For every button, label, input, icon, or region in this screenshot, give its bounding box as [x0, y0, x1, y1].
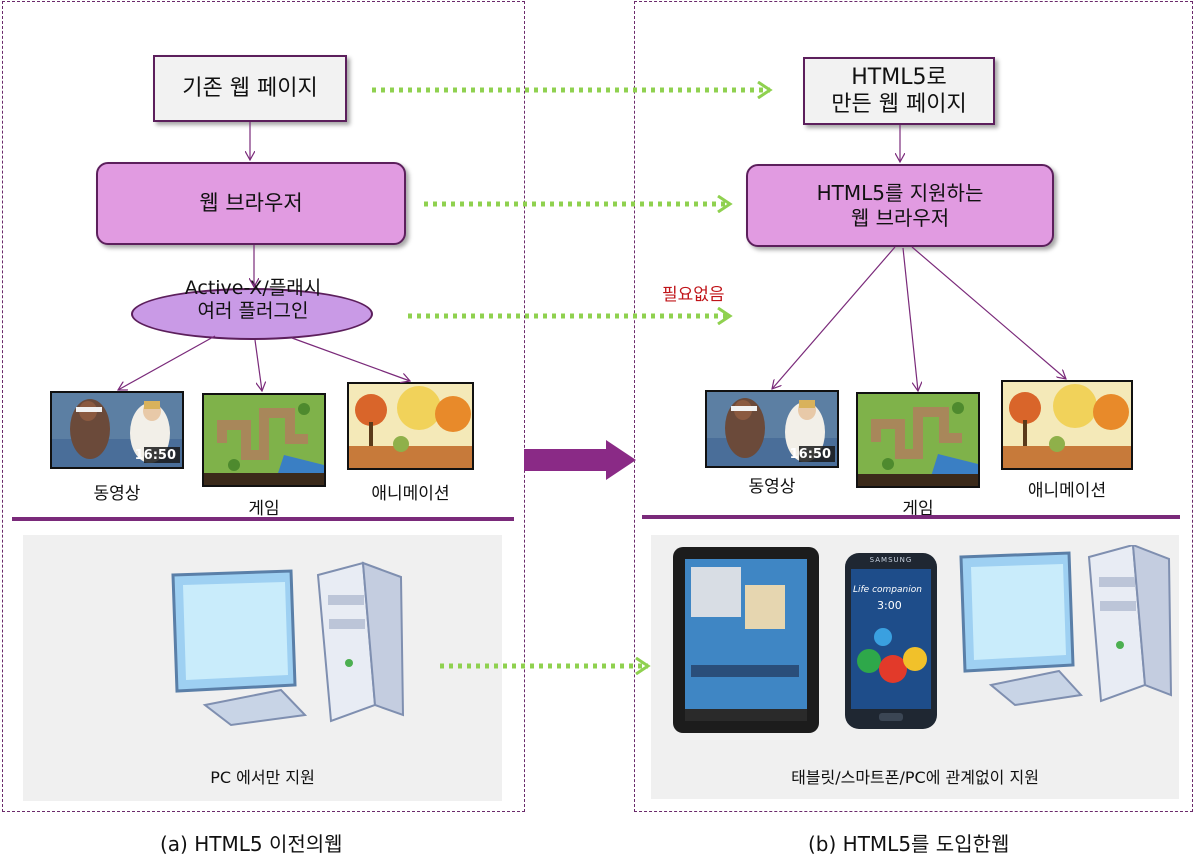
video-duration-badge: 16:50 — [134, 448, 176, 463]
legacy-web-page-label: 기존 웹 페이지 — [182, 75, 318, 101]
video-thumbnail: 16:50 — [50, 391, 184, 469]
html5-browser-label-line1: HTML5를 지원하는 — [816, 180, 984, 205]
no-need-label: 필요없음 — [662, 285, 725, 305]
animation-caption-right: 애니메이션 — [1027, 481, 1107, 501]
right-panel — [634, 1, 1193, 812]
video-duration-badge-right: 16:50 — [789, 447, 831, 462]
desktop-pc-image — [171, 561, 405, 727]
animation-caption: 애니메이션 — [371, 484, 450, 504]
web-browser-label: 웹 브라우저 — [199, 191, 303, 216]
desktop-pc-image-right — [959, 545, 1173, 707]
html5-browser-label-line2: 웹 브라우저 — [850, 205, 950, 230]
html5-browser-box: HTML5를 지원하는 웹 브라우저 — [746, 164, 1054, 247]
left-device-area: PC 에서만 지원 — [23, 535, 502, 801]
video-caption: 동영상 — [93, 484, 141, 504]
left-panel — [2, 1, 525, 812]
plugin-ellipse — [131, 288, 373, 340]
phone-screen-time: 3:00 — [877, 599, 902, 612]
autumn-trees-image — [349, 384, 472, 468]
autumn-trees-image-right — [1003, 382, 1131, 468]
right-divider — [642, 515, 1180, 519]
right-device-area: SAMSUNG Life companion 3:00 태블릿/스마트폰/PC에… — [651, 535, 1179, 799]
transition-arrow — [524, 440, 636, 480]
html5-web-page-box: HTML5로 만든 웹 페이지 — [803, 57, 995, 125]
right-device-caption: 태블릿/스마트폰/PC에 관계없이 지원 — [791, 768, 1039, 787]
tennis-players-image — [52, 393, 182, 467]
html5-web-page-label-line1: HTML5로 — [851, 64, 947, 90]
html5-web-page-label-line2: 만든 웹 페이지 — [831, 92, 967, 117]
game-thumbnail-right — [856, 392, 980, 488]
left-divider — [12, 517, 514, 521]
game-thumbnail — [202, 393, 326, 487]
tower-defense-image — [204, 395, 324, 485]
tennis-players-image-right — [707, 392, 837, 466]
left-device-caption: PC 에서만 지원 — [210, 768, 315, 787]
left-panel-caption: (a) HTML5 이전의웹 — [160, 832, 343, 856]
phone-brand-label: SAMSUNG — [869, 556, 913, 564]
phone-screen-text: Life companion — [853, 585, 922, 595]
legacy-web-page-box: 기존 웹 페이지 — [153, 55, 347, 122]
plugin-label: Active-X/플래시여러 플러그인 — [184, 277, 322, 322]
animation-thumbnail — [347, 382, 474, 470]
web-browser-box: 웹 브라우저 — [96, 162, 406, 245]
video-thumbnail-right: 16:50 — [705, 390, 839, 468]
animation-thumbnail-right — [1001, 380, 1133, 470]
video-caption-right: 동영상 — [748, 477, 796, 497]
tablet-image — [673, 547, 819, 733]
tower-defense-image-right — [858, 394, 978, 486]
game-caption-right: 게임 — [902, 499, 934, 519]
game-caption: 게임 — [248, 499, 280, 519]
smartphone-image: SAMSUNG Life companion 3:00 — [843, 551, 939, 731]
right-panel-caption: (b) HTML5를 도입한웹 — [808, 832, 1010, 856]
